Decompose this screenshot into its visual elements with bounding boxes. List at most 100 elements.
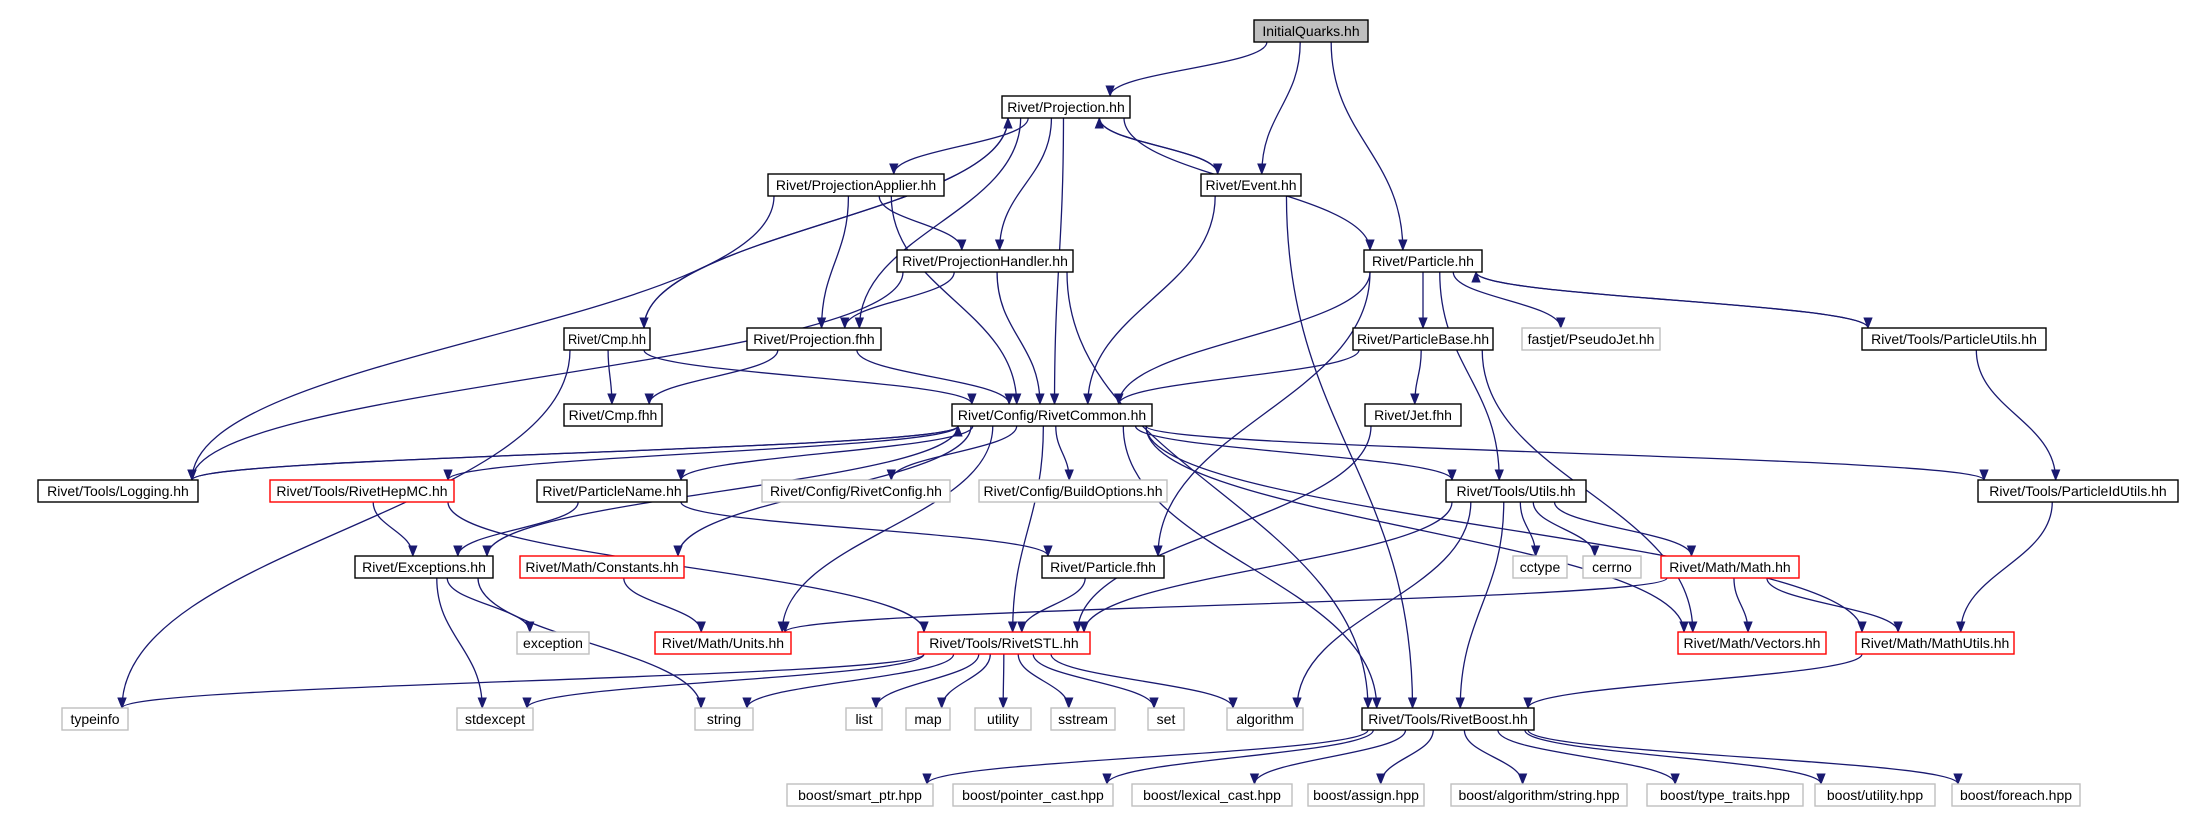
- edge-rivetstl-to-sstream: [1017, 653, 1074, 710]
- file-node-label: Rivet/ParticleBase.hh: [1357, 331, 1489, 347]
- file-node-box: [974, 707, 1032, 731]
- file-node-cmpfhh[interactable]: Rivet/Cmp.fhh: [563, 403, 663, 427]
- file-node-typeinfo[interactable]: typeinfo: [61, 707, 129, 731]
- file-node-pointer_cast[interactable]: boost/pointer_cast.hpp: [952, 783, 1114, 807]
- file-node-label: Rivet/Math/Math.hh: [1669, 559, 1790, 575]
- edge-initialquarks-to-event: [1257, 41, 1301, 176]
- file-nodes: InitialQuarks.hhRivet/Projection.hhRivet…: [37, 19, 2179, 807]
- file-node-box: [536, 479, 688, 503]
- file-node-mathmath[interactable]: Rivet/Math/Math.hh: [1660, 555, 1800, 579]
- file-node-units[interactable]: Rivet/Math/Units.hh: [654, 631, 792, 655]
- file-node-projection[interactable]: Rivet/Projection.hh: [1001, 95, 1131, 119]
- file-node-jetfhh[interactable]: Rivet/Jet.fhh: [1364, 403, 1462, 427]
- file-node-box: [1582, 555, 1642, 579]
- file-node-label: boost/lexical_cast.hpp: [1143, 787, 1281, 803]
- file-node-type_traits[interactable]: boost/type_traits.hpp: [1646, 783, 1804, 807]
- file-node-label: cerrno: [1592, 559, 1632, 575]
- file-node-rivetcommon[interactable]: Rivet/Config/RivetCommon.hh: [951, 403, 1153, 427]
- file-node-projectionhandler[interactable]: Rivet/ProjectionHandler.hh: [896, 249, 1074, 273]
- file-node-set[interactable]: set: [1147, 707, 1185, 731]
- file-node-box: [746, 327, 882, 351]
- file-node-label: Rivet/ProjectionHandler.hh: [902, 253, 1068, 269]
- edge-utils-to-rivetstl: [1079, 501, 1453, 634]
- edge-rivetcommon-to-utils: [1134, 425, 1457, 482]
- file-node-box: [1677, 631, 1827, 655]
- file-node-rivetstl[interactable]: Rivet/Tools/RivetSTL.hh: [917, 631, 1091, 655]
- file-node-assign[interactable]: boost/assign.hpp: [1307, 783, 1425, 807]
- file-node-string[interactable]: string: [694, 707, 754, 731]
- edge-particle-to-rivetcommon: [1114, 271, 1371, 406]
- edge-event-to-rivetboost: [1285, 195, 1418, 710]
- file-node-rivetconfig[interactable]: Rivet/Config/RivetConfig.hh: [761, 479, 951, 503]
- file-node-particlefhh[interactable]: Rivet/Particle.fhh: [1041, 555, 1165, 579]
- file-node-box: [1521, 327, 1661, 351]
- file-node-label: Rivet/Tools/ParticleUtils.hh: [1871, 331, 2037, 347]
- file-node-label: InitialQuarks.hh: [1262, 23, 1359, 39]
- file-node-cctype[interactable]: cctype: [1512, 555, 1568, 579]
- file-node-utils[interactable]: Rivet/Tools/Utils.hh: [1445, 479, 1587, 503]
- file-node-event[interactable]: Rivet/Event.hh: [1200, 173, 1302, 197]
- file-node-label: Rivet/Event.hh: [1205, 177, 1296, 193]
- file-node-lexical_cast[interactable]: boost/lexical_cast.hpp: [1131, 783, 1293, 807]
- file-node-projectionapplier[interactable]: Rivet/ProjectionApplier.hh: [767, 173, 945, 197]
- file-node-label: Rivet/Projection.fhh: [753, 331, 874, 347]
- file-node-buildoptions[interactable]: Rivet/Config/BuildOptions.hh: [978, 479, 1168, 503]
- edge-mathutils-to-rivetboost: [1523, 653, 1863, 710]
- file-node-label: Rivet/Tools/RivetSTL.hh: [929, 635, 1078, 651]
- file-node-exceptions[interactable]: Rivet/Exceptions.hh: [354, 555, 494, 579]
- file-node-initialquarks[interactable]: InitialQuarks.hh: [1253, 19, 1369, 43]
- file-node-mathutils[interactable]: Rivet/Math/MathUtils.hh: [1855, 631, 2015, 655]
- file-node-algorithm[interactable]: algorithm: [1226, 707, 1304, 731]
- file-node-box: [1041, 555, 1165, 579]
- file-node-particleutils[interactable]: Rivet/Tools/ParticleUtils.hh: [1861, 327, 2047, 351]
- file-node-cerrno[interactable]: cerrno: [1582, 555, 1642, 579]
- file-node-label: Rivet/ParticleName.hh: [542, 483, 681, 499]
- edge-utils-to-rivetboost: [1455, 501, 1505, 710]
- file-node-utility[interactable]: utility: [974, 707, 1032, 731]
- file-node-foreach[interactable]: boost/foreach.hpp: [1951, 783, 2081, 807]
- file-node-box: [1361, 707, 1535, 731]
- edge-projectionfhh-to-rivetcommon: [856, 349, 1014, 406]
- file-node-sstream[interactable]: sstream: [1050, 707, 1116, 731]
- file-node-rivethepmc[interactable]: Rivet/Tools/RivetHepMC.hh: [269, 479, 455, 503]
- file-node-stdexcept[interactable]: stdexcept: [456, 707, 534, 731]
- file-node-boostutility[interactable]: boost/utility.hpp: [1814, 783, 1936, 807]
- file-node-particleidutils[interactable]: Rivet/Tools/ParticleIdUtils.hh: [1977, 479, 2179, 503]
- file-node-box: [1512, 555, 1568, 579]
- file-node-label: boost/foreach.hpp: [1960, 787, 2072, 803]
- file-node-label: exception: [523, 635, 583, 651]
- file-node-label: Rivet/Config/RivetConfig.hh: [770, 483, 942, 499]
- edge-particlebase-to-rivetcommon: [1114, 349, 1360, 406]
- edge-utils-to-algorithm: [1292, 501, 1472, 710]
- file-node-particlebase[interactable]: Rivet/ParticleBase.hh: [1352, 327, 1494, 351]
- file-node-particlename[interactable]: Rivet/ParticleName.hh: [536, 479, 688, 503]
- file-node-projectionfhh[interactable]: Rivet/Projection.fhh: [746, 327, 882, 351]
- file-node-label: Rivet/Math/MathUtils.hh: [1861, 635, 2010, 651]
- file-node-rivetboost[interactable]: Rivet/Tools/RivetBoost.hh: [1361, 707, 1535, 731]
- file-node-constants[interactable]: Rivet/Math/Constants.hh: [519, 555, 685, 579]
- edge-particleidutils-to-mathutils: [1956, 501, 2053, 634]
- file-node-box: [37, 479, 199, 503]
- file-node-box: [269, 479, 455, 503]
- file-node-map[interactable]: map: [905, 707, 951, 731]
- file-node-box: [1855, 631, 2015, 655]
- edge-mathmath-to-units: [780, 577, 1668, 634]
- file-node-box: [1814, 783, 1936, 807]
- edge-projection-to-projectionfhh: [854, 117, 1022, 330]
- edge-projectionapplier-to-projectionfhh: [816, 195, 850, 330]
- file-node-cmp[interactable]: Rivet/Cmp.hh: [563, 327, 651, 351]
- file-node-box: [516, 631, 590, 655]
- file-node-exception[interactable]: exception: [516, 631, 590, 655]
- file-node-smart_ptr[interactable]: boost/smart_ptr.hpp: [786, 783, 934, 807]
- file-node-pseudojet[interactable]: fastjet/PseudoJet.hh: [1521, 327, 1661, 351]
- file-node-list[interactable]: list: [845, 707, 883, 731]
- file-node-label: Rivet/Cmp.fhh: [569, 407, 658, 423]
- file-node-label: boost/algorithm/string.hpp: [1458, 787, 1619, 803]
- edge-mathmath-to-mathutils: [1766, 577, 1903, 634]
- file-node-particle[interactable]: Rivet/Particle.hh: [1363, 249, 1483, 273]
- file-node-algostring[interactable]: boost/algorithm/string.hpp: [1450, 783, 1628, 807]
- file-node-vectors[interactable]: Rivet/Math/Vectors.hh: [1677, 631, 1827, 655]
- edge-projectionfhh-to-cmpfhh: [644, 349, 779, 406]
- file-node-logging[interactable]: Rivet/Tools/Logging.hh: [37, 479, 199, 503]
